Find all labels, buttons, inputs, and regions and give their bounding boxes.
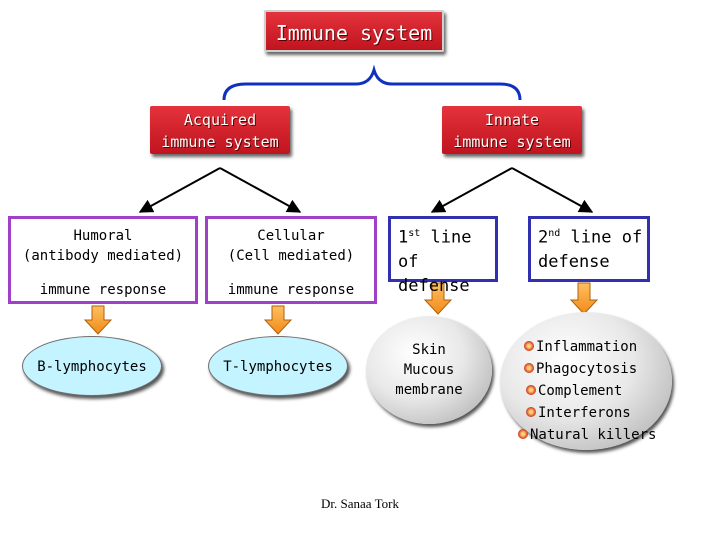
list-item: Interferons (514, 402, 664, 424)
arrow-innate-second (511, 167, 594, 213)
orange-arrow-second-line (569, 282, 599, 315)
cellular-line1: Cellular (257, 228, 325, 244)
b-lymphocytes-ellipse: B-lymphocytes (22, 336, 162, 396)
arrow-acquired-humoral (138, 167, 221, 213)
arrow-innate-first (430, 167, 513, 213)
list-item: Natural killers (514, 424, 664, 446)
second-line-defense-box: 2nd line of defense (528, 216, 650, 282)
acquired-line2: immune system (161, 133, 279, 151)
humoral-line1: Humoral (73, 228, 133, 244)
second-line-components-ellipse (500, 312, 672, 450)
innate-immune-system-box: Innate immune system (442, 106, 582, 154)
flower-bullet-icon (526, 407, 536, 417)
first-line-label: 1st line of (398, 227, 472, 272)
acquired-immune-system-box: Acquired immune system (150, 106, 290, 154)
t-lymphocytes-ellipse: T-lymphocytes (208, 336, 348, 396)
orange-arrow-first-line (423, 282, 453, 315)
brace (222, 64, 522, 101)
flower-bullet-icon (524, 363, 534, 373)
flower-bullet-icon (526, 385, 536, 395)
flower-bullet-icon (524, 341, 534, 351)
cellular-response-box: Cellular (Cell mediated) immune response (205, 216, 377, 304)
second-line-label: 2nd line of (538, 227, 643, 248)
list-item: Complement (514, 380, 664, 402)
humoral-line3: immune response (39, 282, 167, 298)
first-line-defense: defense (398, 275, 470, 296)
cellular-line2: (Cell mediated) (227, 248, 355, 264)
cellular-line3: immune response (227, 282, 355, 298)
skin-mucous-membrane-ellipse: Skin Mucous membrane (366, 316, 492, 424)
orange-arrow-humoral (83, 305, 113, 335)
barrier-line3: membrane (395, 382, 463, 398)
acquired-line1: Acquired (183, 111, 257, 129)
list-item: Inflammation (514, 336, 664, 358)
author-credit: Dr. Sanaa Tork (321, 496, 399, 511)
first-line-defense-box: 1st line of defense (388, 216, 498, 296)
humoral-response-box: Humoral (antibody mediated) immune respo… (8, 216, 198, 304)
flower-bullet-icon (518, 429, 528, 439)
second-line-defense: defense (538, 251, 610, 272)
second-line-components-list: Inflammation Phagocytosis Complement Int… (514, 336, 664, 446)
list-item: Phagocytosis (514, 358, 664, 380)
innate-line2: immune system (453, 133, 571, 151)
arrow-acquired-cellular (219, 167, 302, 213)
orange-arrow-cellular (263, 305, 293, 335)
barrier-line1: Skin (412, 342, 446, 358)
humoral-line2: (antibody mediated) (22, 248, 184, 264)
barrier-line2: Mucous (403, 362, 455, 378)
immune-system-title-box: Immune system (264, 10, 444, 52)
innate-line1: Innate (484, 111, 540, 129)
